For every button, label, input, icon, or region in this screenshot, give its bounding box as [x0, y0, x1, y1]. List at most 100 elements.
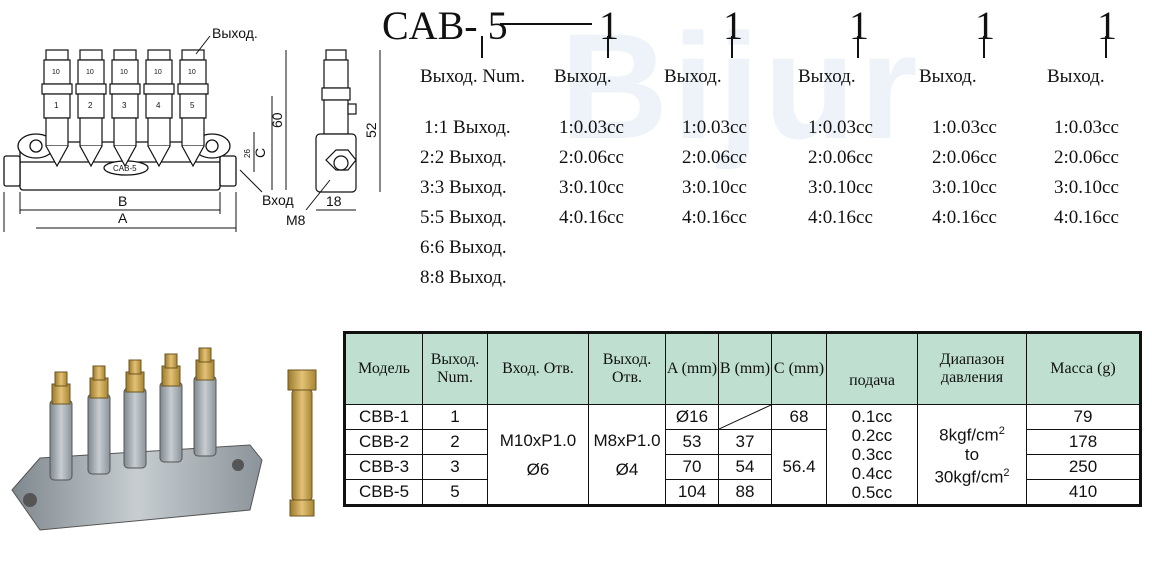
- cell-mass: 250: [1026, 454, 1141, 480]
- volume-option: 1:0.03cc: [682, 117, 747, 138]
- pressure-unit-exponent: 2: [998, 425, 1005, 438]
- volume-option: 2:0.06cc: [808, 147, 873, 168]
- outlet-columns: [41, 49, 209, 168]
- manifold-photo: [11, 347, 263, 531]
- cell-inlet: M10xP1.0 Ø6: [487, 404, 589, 506]
- outlet-callout: Выход.: [212, 25, 258, 41]
- code-tick: [481, 36, 483, 58]
- port-number-2: 2: [88, 101, 93, 110]
- cell-mass: 178: [1026, 429, 1141, 455]
- code-col-label: Выход.: [554, 66, 612, 87]
- ratio-option: 6:6 Выход.: [420, 237, 507, 258]
- code-col-label: Выход.: [919, 66, 977, 87]
- col-header-b: B (mm): [718, 332, 772, 405]
- volume-option: 3:0.10cc: [559, 177, 624, 198]
- feed-value: 0.1cc: [851, 407, 893, 426]
- feed-value: 0.2cc: [851, 426, 893, 445]
- code-digit-3: 1: [849, 3, 869, 48]
- code-digit-2: 1: [723, 3, 743, 48]
- cell-model: CBB-5: [344, 479, 423, 506]
- volume-option: 4:0.16cc: [559, 207, 624, 228]
- port-number-3: 3: [122, 101, 127, 110]
- cell-b-empty: [718, 404, 772, 430]
- ratio-option: 1:1 Выход.: [424, 117, 511, 138]
- code-digit-1: 1: [599, 3, 619, 48]
- inlet-callout: Вход: [262, 192, 294, 208]
- cell-b: 37: [718, 429, 772, 455]
- col-header-pressure: Диапазон давления: [917, 332, 1027, 405]
- inlet-fitting-right: [219, 155, 237, 187]
- dim-18-label: 18: [326, 193, 342, 209]
- col-header-feed: подача: [826, 332, 918, 405]
- port-number-5: 5: [190, 101, 195, 110]
- volume-option: 1:0.03cc: [808, 117, 873, 138]
- model-code-connector: [500, 23, 592, 25]
- col-header-a: A (mm): [665, 332, 719, 405]
- volume-option: 2:0.06cc: [932, 147, 997, 168]
- code-col-label: Выход.: [798, 66, 856, 87]
- product-photo: [11, 347, 317, 531]
- feed-value: 0.4cc: [851, 464, 893, 483]
- cell-pressure: 8kgf/cm2 to 30kgf/cm2: [917, 404, 1027, 506]
- cell-model: CBB-3: [344, 454, 423, 480]
- col-header-inlet: Вход. Отв.: [487, 332, 589, 405]
- volume-option: 3:0.10cc: [808, 177, 873, 198]
- volume-option: 2:0.06cc: [682, 147, 747, 168]
- nut-mark-4: 10: [154, 69, 162, 76]
- cell-mass: 79: [1026, 404, 1141, 430]
- outlet-diameter: Ø4: [615, 459, 639, 479]
- dim-52-label: 52: [363, 122, 379, 138]
- brand-watermark: Bijur: [560, 2, 922, 170]
- dimension-lines: [3, 35, 381, 232]
- feed-value: 0.3cc: [851, 445, 893, 464]
- code-tick: [731, 36, 733, 58]
- cell-model: CBB-1: [344, 404, 423, 430]
- cell-c-merged: 56.4: [771, 429, 827, 506]
- technical-drawing: Выход. Вход M8 B A 18 C 60 52 26 CAB-5 1…: [3, 25, 381, 232]
- feed-value: 0.5cc: [851, 483, 893, 502]
- nut-mark-3: 10: [120, 69, 128, 76]
- nut-mark-1: 10: [52, 69, 60, 76]
- cell-num: 3: [422, 454, 488, 480]
- col-header-c: C (mm): [771, 332, 827, 405]
- cell-a: 104: [665, 479, 719, 506]
- port-number-4: 4: [156, 101, 161, 110]
- volume-option: 3:0.10cc: [682, 177, 747, 198]
- side-view: [315, 49, 357, 193]
- cell-feed: 0.1cc 0.2cc 0.3cc 0.4cc 0.5cc: [826, 404, 918, 506]
- dim-c-label: C: [252, 148, 268, 158]
- code-tick: [857, 36, 859, 58]
- cell-a: Ø16: [665, 404, 719, 430]
- volume-option: 4:0.16cc: [932, 207, 997, 228]
- outlet-thread: M8xP1.0: [593, 430, 661, 450]
- dim-a-label: A: [118, 210, 128, 226]
- pressure-unit-exponent: 2: [1003, 467, 1010, 479]
- volume-option: 1:0.03cc: [1054, 117, 1119, 138]
- ratio-option: 2:2 Выход.: [420, 147, 507, 168]
- volume-option: 2:0.06cc: [559, 147, 624, 168]
- cell-a: 53: [665, 429, 719, 455]
- dim-26-label: 26: [243, 149, 252, 158]
- volume-option: 1:0.03cc: [932, 117, 997, 138]
- cell-outlet: M8xP1.0 Ø4: [588, 404, 666, 506]
- code-digit-5: 1: [1097, 3, 1117, 48]
- ratio-option: 8:8 Выход.: [420, 267, 507, 288]
- cell-mass: 410: [1026, 479, 1141, 506]
- code-tick: [983, 36, 985, 58]
- cell-c: 68: [771, 404, 827, 430]
- code-col-label: Выход. Num.: [420, 66, 526, 87]
- volume-option: 3:0.10cc: [1054, 177, 1119, 198]
- code-col-label: Выход.: [664, 66, 722, 87]
- code-tick: [607, 36, 609, 58]
- code-tick: [1105, 36, 1107, 58]
- port-number-1: 1: [54, 101, 59, 110]
- col-header-model: Модель: [344, 332, 423, 405]
- volume-option: 2:0.06cc: [1054, 147, 1119, 168]
- col-header-outlets: Выход. Num.: [422, 332, 488, 405]
- volume-option: 4:0.16cc: [808, 207, 873, 228]
- ratio-option: 5:5 Выход.: [420, 207, 507, 228]
- pressure-to: to: [964, 445, 980, 464]
- col-header-outlet-hole: Выход. Отв.: [588, 332, 666, 405]
- spec-table: Модель Выход. Num. Вход. Отв. Выход. Отв…: [343, 331, 1142, 507]
- diagonal-slash: [719, 405, 771, 429]
